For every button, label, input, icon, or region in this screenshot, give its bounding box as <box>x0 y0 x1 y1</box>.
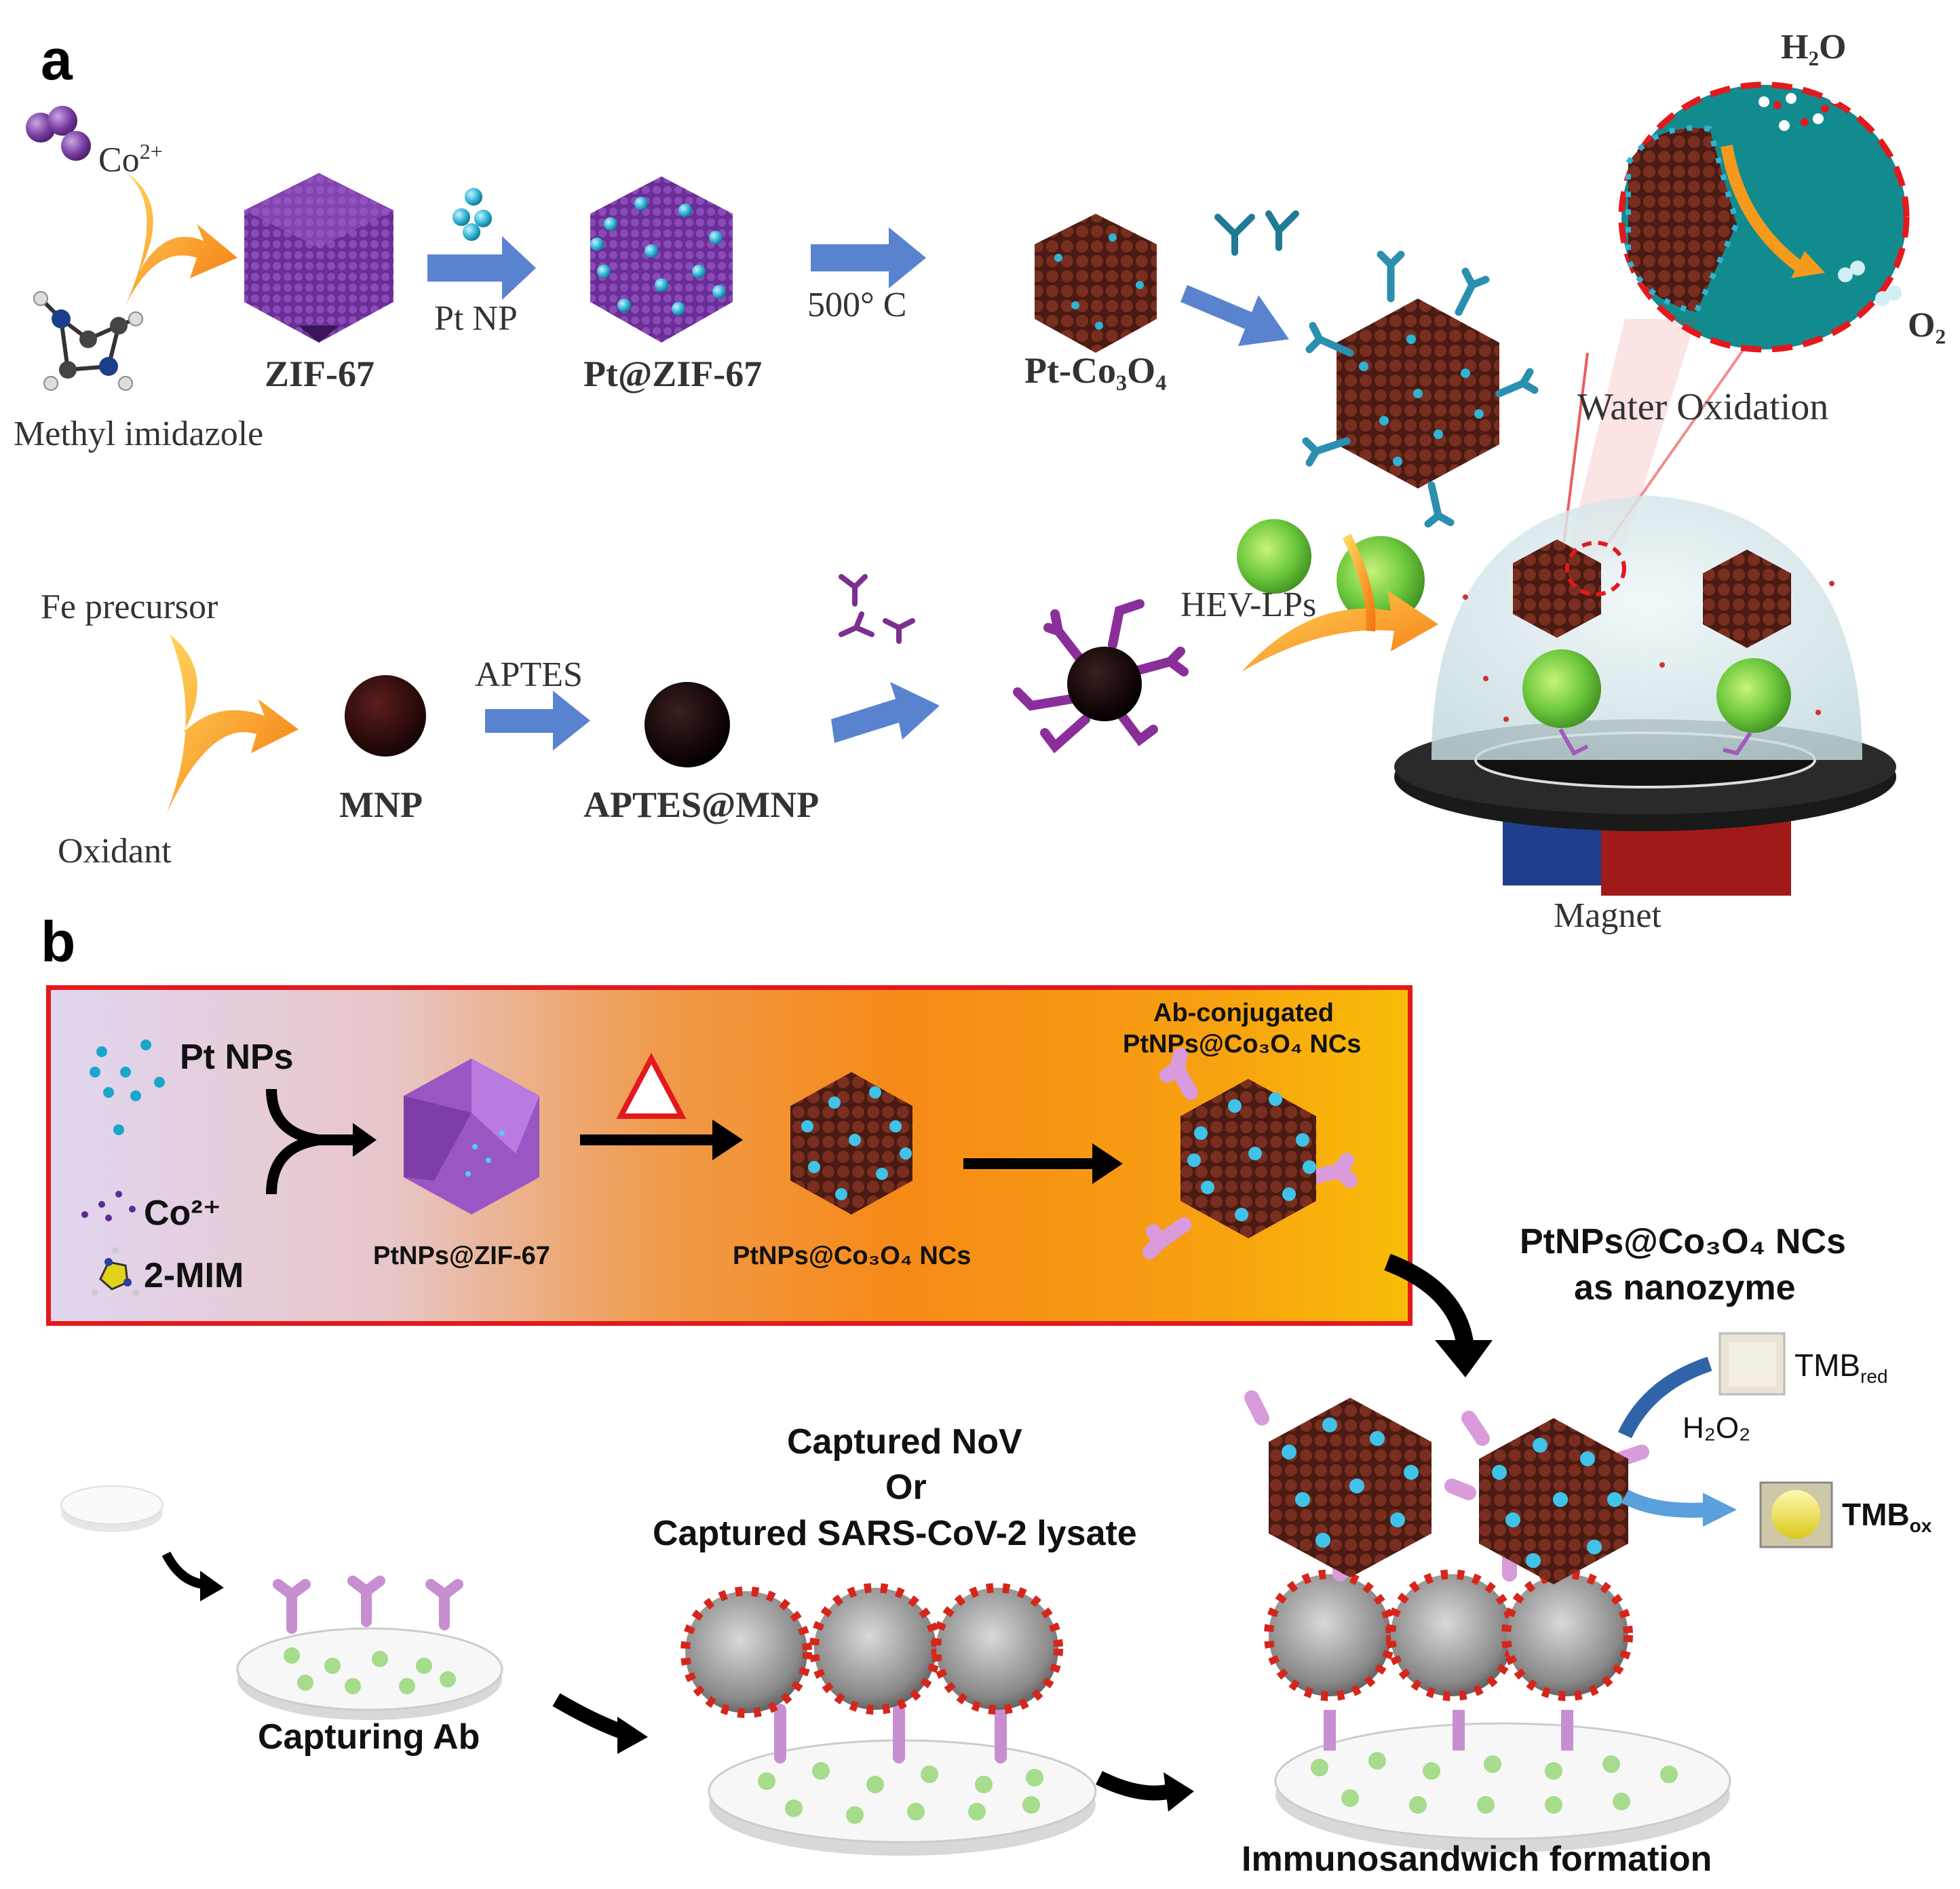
curve-arrow-4 <box>1096 1771 1172 1801</box>
tmb-red-sub: red <box>1860 1366 1888 1388</box>
ab-conjugated-label-1: Ab-conjugated <box>1153 999 1334 1027</box>
tmb-ox-vial <box>1759 1481 1833 1548</box>
capturing-ab-substrate <box>236 1576 503 1720</box>
o2-label: O₂ <box>1908 306 1946 345</box>
tmb-red-vial <box>1718 1332 1786 1396</box>
methyl-imidazole-label: Methyl imidazole <box>14 415 264 453</box>
immunosandwich-label: Immunosandwich formation <box>1242 1839 1712 1879</box>
magnet-dome-scene <box>1394 495 1896 896</box>
captured-label-1: Captured NoV <box>787 1422 1022 1462</box>
purple-antibodies <box>839 574 915 644</box>
pt-co3o4-label: Pt-Co₃O₄ <box>1024 350 1167 391</box>
curve-arrow-3 <box>552 1693 630 1741</box>
pt-zif67-label: Pt@ZIF-67 <box>583 354 763 394</box>
co-ion-text: Co <box>98 140 140 180</box>
co-ion-sup: 2+ <box>139 139 163 164</box>
merge-arrow <box>122 170 237 305</box>
ptnps-co3o4-label: PtNPs@Co₃O₄ NCs <box>733 1242 972 1270</box>
hev-arrow-2 <box>1342 533 1376 632</box>
pt-nps-dots <box>90 1039 165 1135</box>
fe-merge-arrow <box>166 634 299 814</box>
water-oxidation-inset <box>1618 81 1910 353</box>
mnp-particle <box>345 675 426 757</box>
arrow-1 <box>427 236 536 300</box>
oxidant-label: Oxidant <box>58 832 172 871</box>
co-ion-label: Co2+ <box>98 139 163 180</box>
water-oxidation-label: Water Oxidation <box>1577 386 1829 428</box>
arrow-4 <box>831 682 940 743</box>
captured-virus-substrate <box>680 1583 1097 1856</box>
ab-conjugated-ptnps-crystal <box>1142 1048 1358 1259</box>
h2o-label: H₂O <box>1781 28 1847 66</box>
ptnps-co3o4-crystal <box>790 1072 912 1215</box>
aptes-mnp-particle <box>645 682 730 767</box>
co-dots <box>81 1191 136 1221</box>
pt-zif67-crystal <box>590 176 733 343</box>
nanozyme-label-1: PtNPs@Co₃O₄ NCs <box>1520 1222 1846 1261</box>
heat-triangle-icon <box>616 1052 687 1119</box>
merge-fork-arrow <box>266 1088 320 1195</box>
2mim-label: 2-MIM <box>144 1256 244 1295</box>
nanozyme-label-2: as nanozyme <box>1574 1268 1796 1308</box>
tmb-ox-label: TMBox <box>1842 1496 1932 1537</box>
pt-co3o4-crystal <box>1035 214 1157 353</box>
tmb-red-text: TMB <box>1794 1348 1861 1383</box>
2mim-molecule <box>92 1247 139 1296</box>
panel-b-letter: b <box>41 910 76 974</box>
tmb-red-arrow <box>1618 1356 1712 1438</box>
tmb-ox-text: TMB <box>1842 1497 1910 1532</box>
mnp-label: MNP <box>339 784 423 825</box>
tmb-ox-arrow <box>1621 1489 1710 1518</box>
pt-nps-label: Pt NPs <box>180 1037 294 1077</box>
teal-antibodies <box>1214 210 1299 256</box>
capturing-ab-label: Capturing Ab <box>258 1717 480 1757</box>
temperature-label: 500° C <box>807 286 907 324</box>
pt-np-dots <box>453 188 492 241</box>
panel-a-letter: a <box>41 28 73 92</box>
tmb-ox-sub: ox <box>1909 1515 1932 1537</box>
zif67-crystal <box>244 173 393 343</box>
co-ion-balls <box>26 106 91 161</box>
aptes-label: APTES <box>475 655 583 694</box>
curve-arrow-1 <box>1384 1253 1474 1348</box>
arrow-aptes <box>485 691 590 750</box>
fe-precursor-label: Fe precursor <box>41 588 218 626</box>
magnet-label: Magnet <box>1554 896 1661 935</box>
captured-label-3: Captured SARS-CoV-2 lysate <box>653 1514 1137 1553</box>
zif67-label: ZIF-67 <box>265 354 374 394</box>
co-ion-label-b: Co²⁺ <box>144 1194 222 1233</box>
immunosandwich-assembly <box>1244 1390 1731 1852</box>
h2o2-label: H₂O₂ <box>1683 1411 1751 1445</box>
methyl-imidazole-molecule <box>33 291 143 391</box>
aptes-mnp-label: APTES@MNP <box>583 784 820 825</box>
hev-lps-label: HEV-LPs <box>1180 586 1317 624</box>
curve-arrow-2 <box>161 1551 205 1589</box>
captured-label-2: Or <box>885 1468 927 1507</box>
pt-np-label: Pt NP <box>434 299 518 338</box>
ptnps-zif67-crystal <box>404 1058 539 1215</box>
arrow-2 <box>811 227 926 288</box>
blank-substrate <box>60 1485 164 1532</box>
arrow-3 <box>1180 285 1289 346</box>
ptnps-zif67-label: PtNPs@ZIF-67 <box>373 1242 550 1270</box>
zoom-cone <box>1567 319 1696 556</box>
mnp-antibody-conjugate <box>1013 599 1189 754</box>
ab-conjugated-label-2: PtNPs@Co₃O₄ NCs <box>1123 1030 1362 1058</box>
hev-arrow <box>1242 590 1438 672</box>
ab-conjugated-crystal <box>1302 250 1539 528</box>
tmb-red-label: TMBred <box>1794 1347 1888 1388</box>
